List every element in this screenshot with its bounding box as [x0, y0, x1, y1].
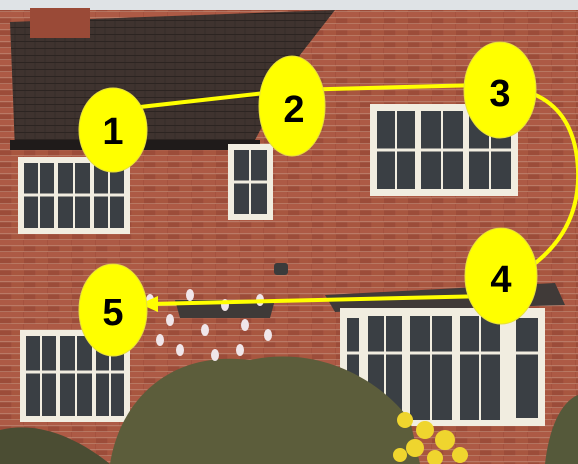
marker-label-3: 3 [489, 73, 510, 115]
upper-small-window [228, 144, 273, 220]
marker-label-5: 5 [102, 292, 123, 334]
forsythia-bush [393, 412, 468, 464]
marker-1: 1 [78, 87, 148, 173]
marker-label-1: 1 [102, 111, 123, 153]
upper-right-window [370, 104, 518, 196]
chimney [30, 8, 90, 38]
marker-2: 2 [258, 55, 326, 157]
marker-3: 3 [463, 41, 537, 139]
marker-label-2: 2 [283, 89, 304, 131]
wall-lamp [274, 263, 288, 275]
hedge [110, 356, 420, 464]
shrub-right [545, 395, 578, 464]
marker-5: 5 [78, 263, 148, 357]
shrub-left [0, 427, 110, 464]
marker-4: 4 [464, 227, 538, 325]
marker-label-4: 4 [490, 259, 511, 301]
